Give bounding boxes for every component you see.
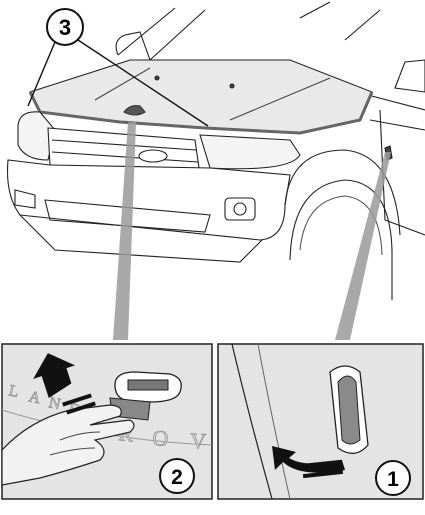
letter-v: V [190, 428, 207, 454]
body-side [368, 95, 425, 130]
callout-number-1: 1 [387, 468, 399, 491]
fog-lamp-right [225, 198, 255, 220]
a-pillar [116, 32, 150, 60]
side-mirror [395, 60, 425, 92]
inset-release-lever: 1 [218, 344, 423, 499]
windscreen [118, 2, 380, 60]
hood-washer-jet [230, 84, 234, 88]
callout-number-3: 3 [59, 15, 71, 40]
inset-hood-latch: L A N D R O V 2 [2, 344, 212, 499]
hood-washer-jet [155, 76, 159, 80]
letter-o: O [152, 425, 170, 451]
callout-number-2: 2 [171, 466, 183, 489]
latch-lever [128, 380, 168, 390]
headlight-right [200, 135, 300, 169]
release-lever [338, 376, 360, 444]
land-rover-badge [139, 150, 167, 162]
